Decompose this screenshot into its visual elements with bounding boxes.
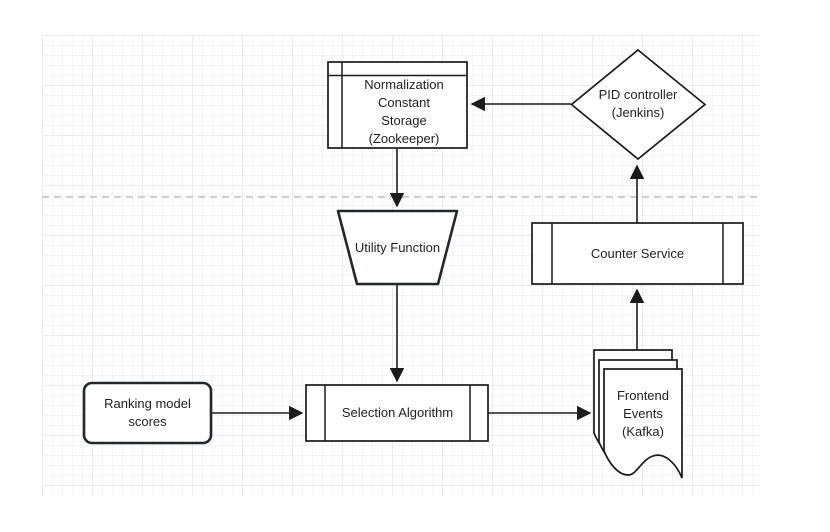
- node-frontend-events: [593, 349, 683, 479]
- node-ranking-scores: [82, 381, 213, 445]
- node-counter-service: [531, 222, 744, 285]
- node-utility-function: [336, 209, 459, 286]
- node-selection-algorithm: [305, 384, 489, 442]
- node-normalization-storage: [327, 61, 468, 149]
- node-pid-controller: [570, 48, 707, 161]
